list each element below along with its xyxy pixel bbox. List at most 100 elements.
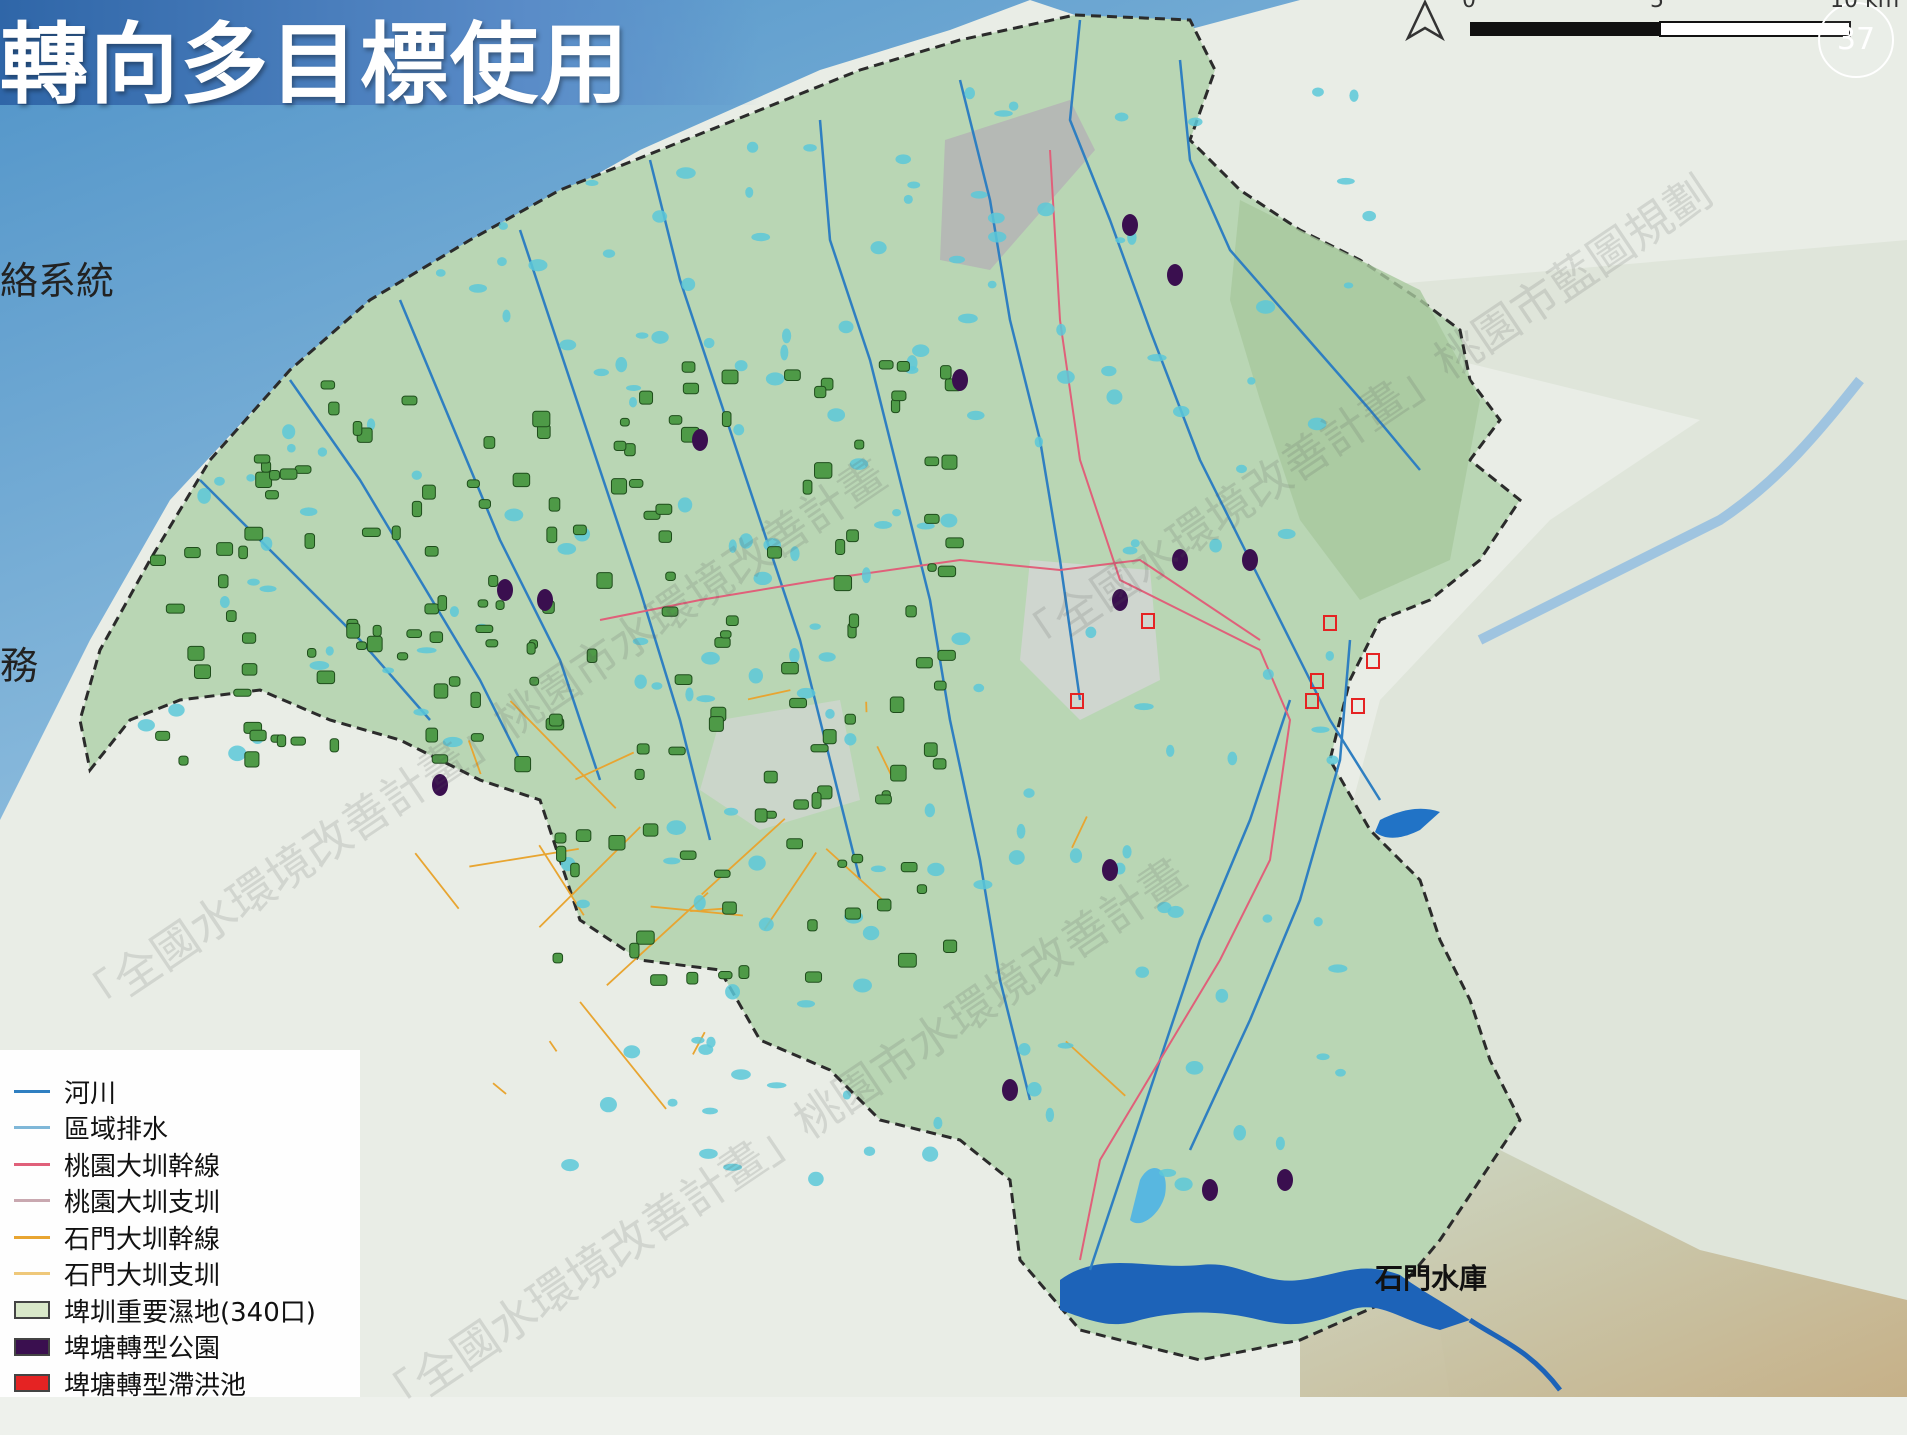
pond-mark (1057, 370, 1075, 383)
pond-mark (1263, 914, 1273, 922)
pond-park-mark (1172, 549, 1188, 571)
wetland-mark (291, 737, 305, 745)
pond-mark (797, 688, 816, 699)
pond-mark (739, 533, 753, 548)
wetland-mark (234, 689, 251, 696)
wetland-mark (432, 755, 447, 764)
pond-mark (1335, 1069, 1346, 1077)
pond-mark (1159, 1169, 1176, 1177)
pond-mark (759, 918, 774, 932)
wetland-mark (815, 463, 832, 479)
pond-mark (1115, 237, 1125, 243)
wetland-mark (849, 614, 858, 628)
wetland-mark (683, 383, 698, 394)
pond-mark (789, 648, 799, 663)
wetland-mark (687, 972, 698, 984)
pond-mark (138, 719, 155, 731)
legend-item-taoyuan-main-canal: 桃園大圳幹線 (0, 1146, 360, 1183)
pond-mark (723, 1164, 742, 1171)
wetland-mark (782, 663, 799, 674)
pond-mark (413, 709, 428, 716)
wetland-mark (166, 604, 184, 613)
pond-mark (676, 167, 696, 179)
wetland-mark (941, 366, 952, 379)
wetland-mark (295, 466, 311, 474)
wetland-mark (218, 575, 228, 588)
pond-mark (615, 357, 627, 372)
pond-mark (735, 360, 748, 371)
pond-mark (1312, 87, 1324, 96)
pond-mark (797, 1000, 815, 1007)
pond-mark (702, 1108, 718, 1115)
pond-mark (629, 397, 637, 408)
pond-park-mark (692, 429, 708, 451)
wetland-mark (397, 653, 407, 660)
wetland-mark (898, 953, 916, 967)
wetland-mark (194, 665, 210, 679)
pond-park-mark (1112, 589, 1128, 611)
pond-park-mark (1122, 214, 1138, 236)
scale-label-end: 10 km (1830, 0, 1899, 13)
wetland-mark (794, 800, 809, 809)
legend-item-pond-detention: 埤塘轉型滯洪池 (0, 1365, 360, 1402)
scale-bar (1470, 22, 1850, 36)
pond-mark (1123, 547, 1138, 555)
wetland-mark (787, 839, 803, 849)
wetland-mark (549, 714, 562, 726)
wetland-mark (280, 469, 297, 479)
pond-mark (436, 269, 446, 277)
pond-mark (382, 667, 394, 673)
scale-label-start: 0 (1462, 0, 1476, 13)
pond-mark (594, 369, 609, 376)
pond-mark (528, 259, 547, 271)
wetland-mark (720, 631, 731, 638)
wetland-mark (944, 940, 957, 952)
wetland-mark (901, 862, 917, 871)
legend-item-pond-park: 埤塘轉型公園 (0, 1329, 360, 1366)
pond-mark (1311, 727, 1329, 733)
pond-mark (502, 310, 510, 323)
wetland-mark (576, 830, 591, 842)
pond-mark (603, 249, 615, 258)
wetland-mark (811, 745, 828, 752)
pond-mark (685, 688, 693, 702)
wetland-mark (242, 664, 257, 676)
pond-mark (469, 284, 487, 293)
wetland-mark (722, 412, 731, 427)
pond-mark (725, 984, 740, 999)
legend-swatch (14, 1090, 50, 1093)
pond-mark (228, 746, 246, 762)
pond-park-mark (1167, 264, 1183, 286)
pond-park-mark (1277, 1169, 1293, 1191)
wetland-mark (533, 411, 550, 427)
pond-mark (782, 328, 791, 343)
pond-mark (1147, 354, 1166, 362)
wetland-mark (476, 625, 493, 632)
pond-park-mark (1242, 549, 1258, 571)
wetland-mark (530, 677, 539, 685)
pond-mark (300, 507, 318, 516)
wetland-mark (245, 527, 263, 540)
wetland-mark (226, 611, 236, 622)
wetland-mark (362, 528, 380, 536)
legend-label: 埤塘轉型滯洪池 (64, 1365, 246, 1402)
pond-mark (214, 477, 225, 486)
page-number: 37 (1818, 2, 1894, 78)
wetland-mark (723, 902, 737, 914)
pond-mark (651, 331, 668, 344)
wetland-mark (906, 606, 916, 617)
pond-mark (988, 213, 1005, 224)
pond-mark (1037, 203, 1054, 217)
pond-mark (1027, 1082, 1041, 1096)
pond-mark (1009, 101, 1019, 110)
wetland-mark (662, 607, 678, 616)
pond-mark (287, 444, 296, 453)
pond-mark (691, 1037, 704, 1044)
pond-mark (843, 1090, 851, 1099)
wetland-mark (597, 573, 612, 589)
wetland-mark (242, 633, 255, 643)
pond-mark (696, 695, 715, 702)
wetland-mark (669, 416, 682, 425)
wetland-mark (924, 743, 937, 756)
wetland-mark (640, 391, 653, 404)
